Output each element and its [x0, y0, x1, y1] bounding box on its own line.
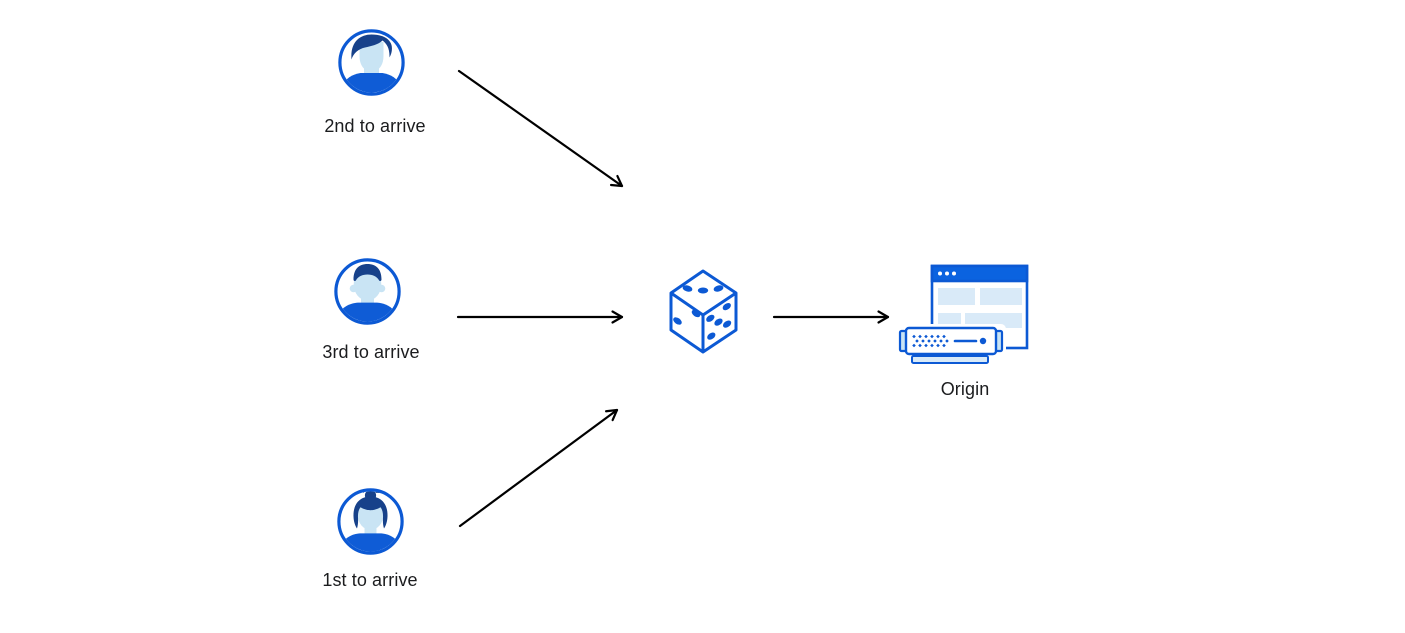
- visitor-node-1st: [337, 488, 404, 555]
- arrow-2nd-to-dice: [457, 69, 624, 188]
- origin-node: [897, 262, 1030, 365]
- dice-node: [667, 266, 738, 356]
- arrow-1st-to-dice: [458, 408, 619, 528]
- visitor-label-1st: 1st to arrive: [322, 570, 418, 590]
- visitor-label-2nd: 2nd to arrive: [324, 116, 426, 136]
- visitor-node-2nd: [338, 29, 405, 96]
- dice-icon: [669, 269, 738, 354]
- origin-server-icon: [898, 264, 1029, 364]
- visitor-label-3rd: 3rd to arrive: [322, 342, 420, 362]
- origin-label: Origin: [940, 379, 990, 399]
- female-avatar-icon: [337, 488, 404, 555]
- window-buttons-icon: [938, 271, 956, 276]
- male-avatar-icon: [334, 258, 401, 325]
- visitor-node-3rd: [334, 258, 401, 325]
- male-avatar-icon: [338, 29, 405, 96]
